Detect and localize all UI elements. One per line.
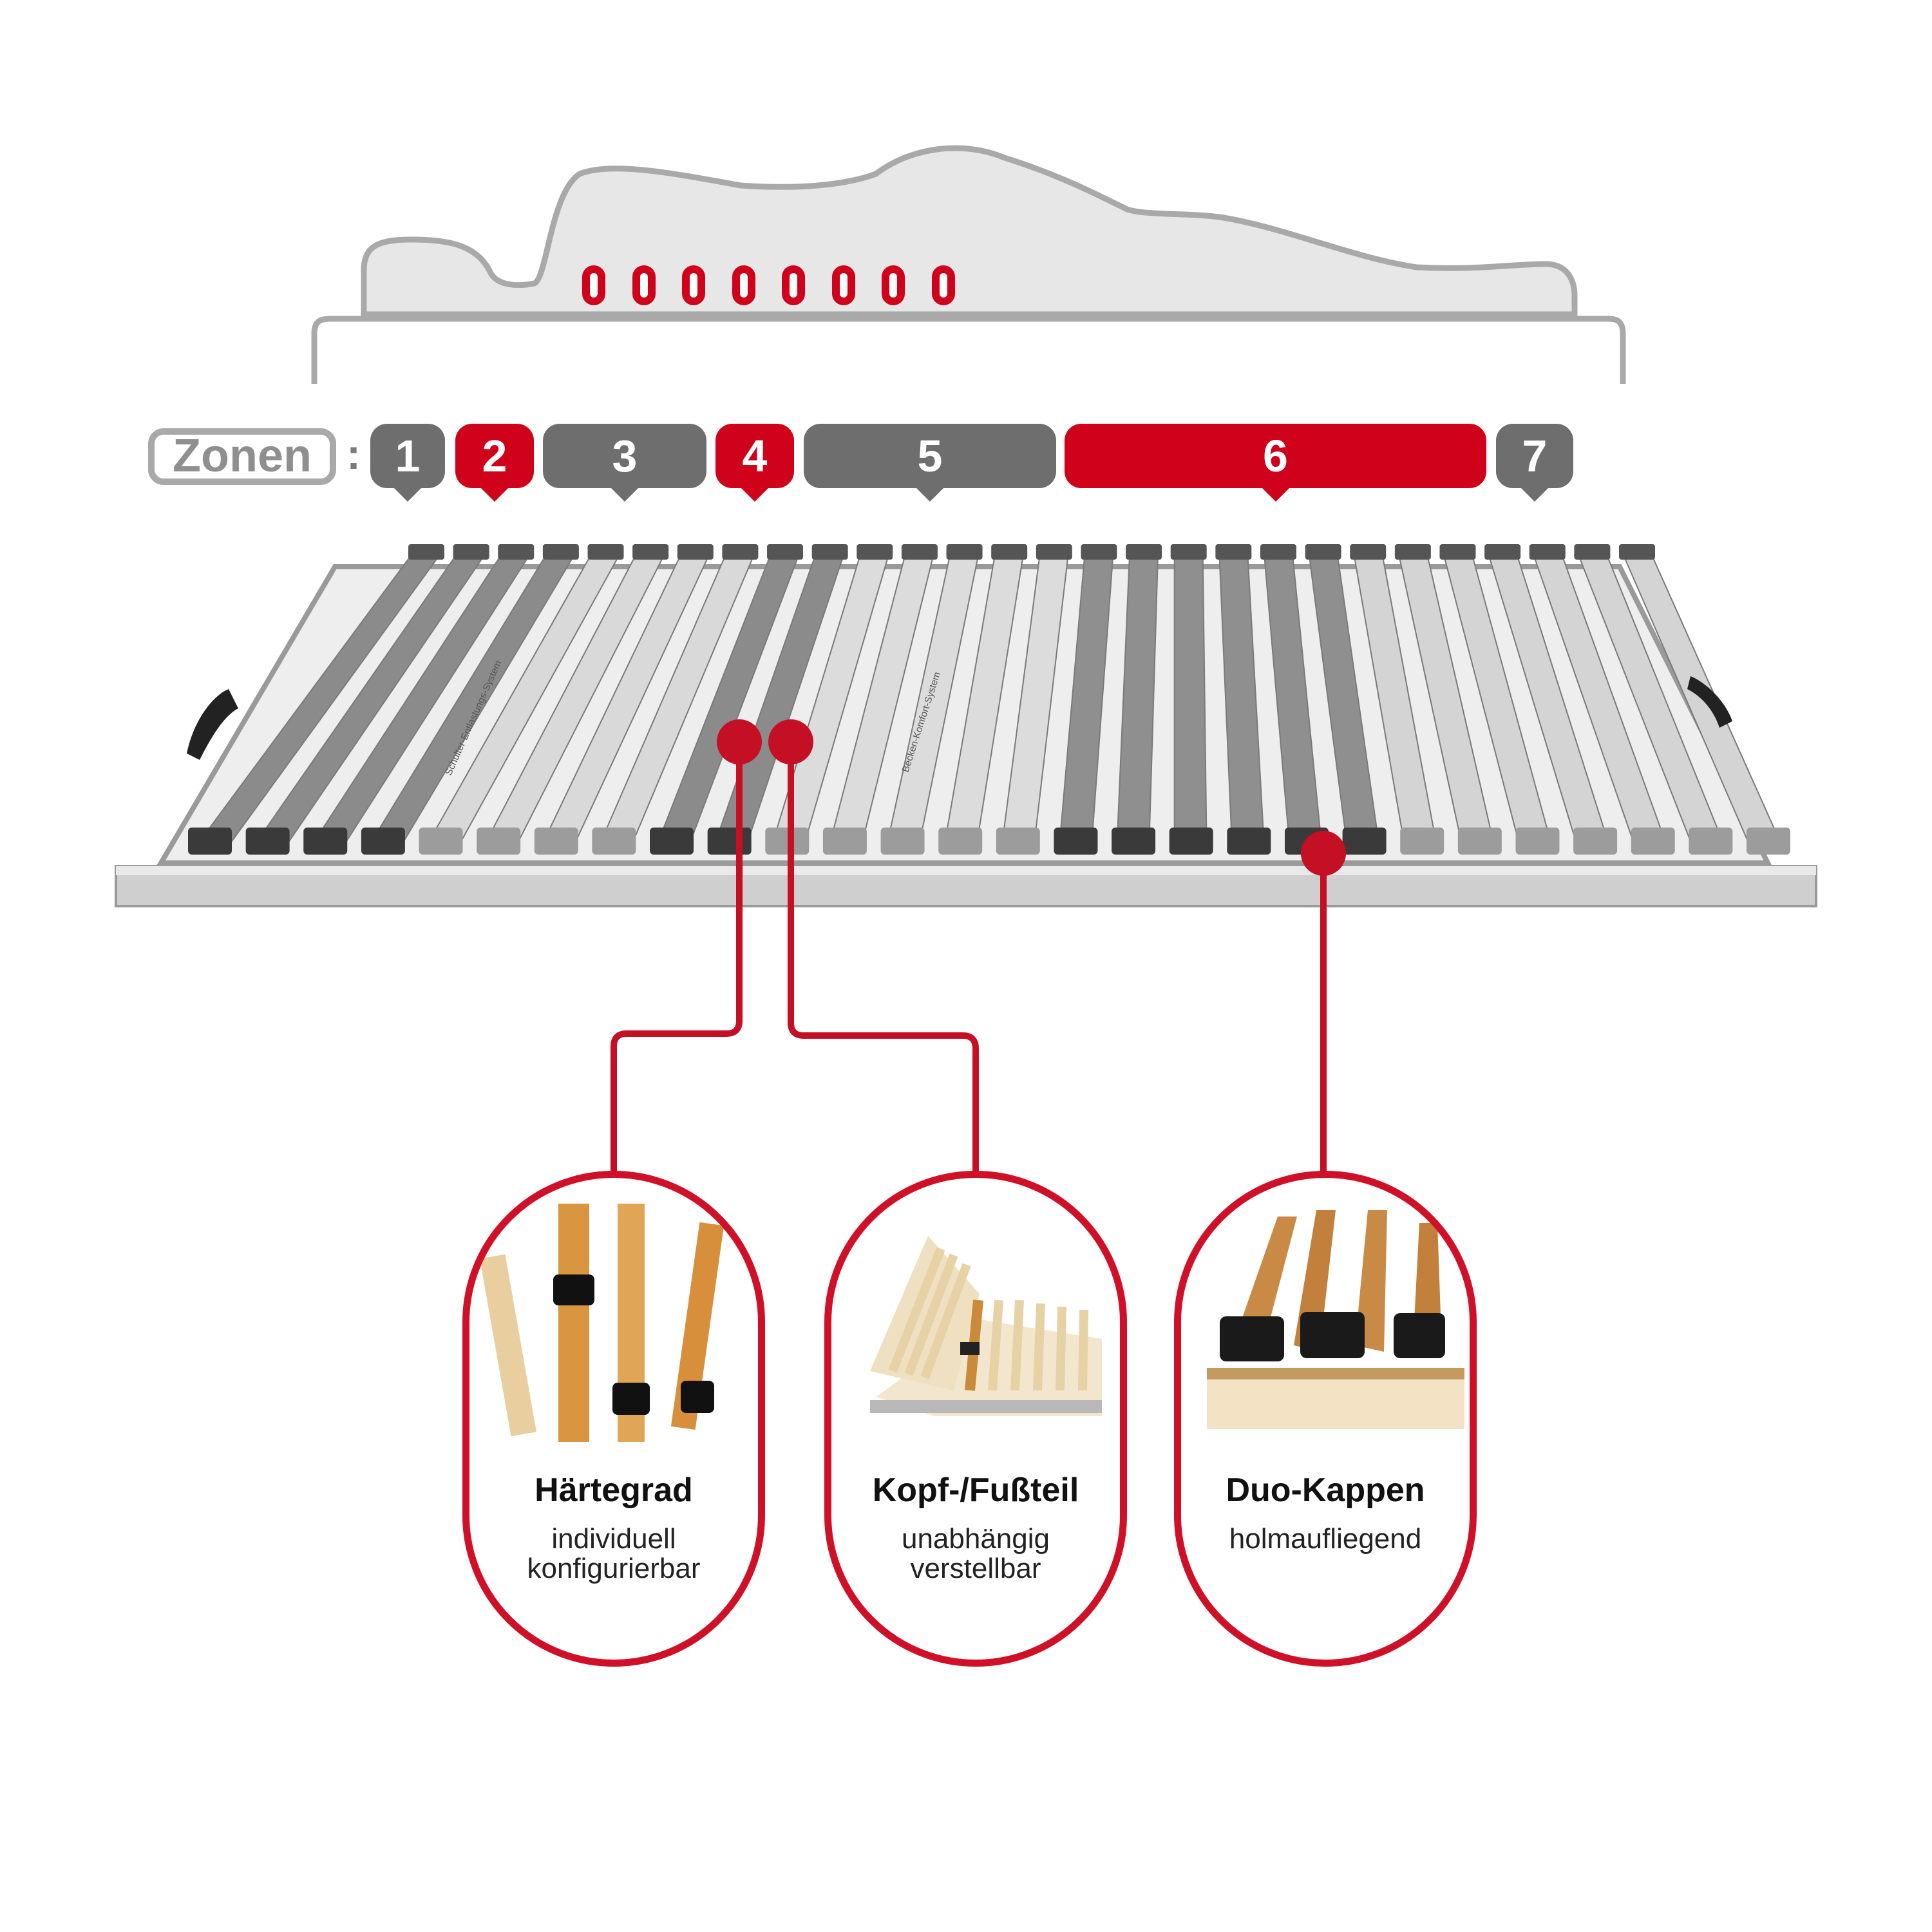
slatted-frame: Schulter-Entlastungs-System Becken-Komfo… [115,544,1817,907]
connector-dots [717,719,1346,876]
feature-duo-caps: Duo-Kappen holmaufliegend [1174,1171,1477,1667]
side-strap-left [187,689,238,760]
feature-hardness: Härtegrad individuell konfigurierbar [462,1171,765,1667]
slat-cap [361,828,405,855]
feature-subtitle-line: holmaufliegend [1229,1523,1422,1555]
slat-cap [1400,828,1444,855]
slat-caps [188,544,1790,855]
zones-separator: : [346,430,361,478]
slat-cap [498,544,535,560]
mattress-silhouette [361,145,1578,317]
slat-cap [1227,828,1271,855]
slat-cap [1631,828,1675,855]
slat-cap [767,544,804,560]
feature-subtitle: holmaufliegend [1181,1524,1470,1554]
slat-cap [587,544,624,560]
slat-cap [632,544,669,560]
slat-cap [1747,828,1790,855]
feature-title: Härtegrad [535,1472,693,1509]
zone-2-tag: 2 [455,424,534,502]
slat-cap [822,828,867,855]
slat-cap [1215,544,1252,560]
zones-label: Zonen [148,428,336,485]
slat-cap [1573,828,1618,855]
slat-cap [1394,544,1431,560]
zone-4-tag: 4 [715,424,794,502]
zone-1-tag: 1 [370,424,445,502]
slat-cap [303,828,348,855]
slat-cap [722,544,759,560]
slat-cap [1305,544,1341,560]
slat-cap [592,828,636,855]
slat-cap [1689,828,1733,855]
slat-cap [1529,544,1566,560]
hardness-slats-photo [479,1204,724,1442]
feature-subtitle: unabhängig verstellbar [831,1524,1120,1584]
slat-cap [542,544,579,560]
slat-cap [1457,828,1502,855]
slat-cap [857,544,893,560]
connector-lines [611,742,1327,1172]
slat-cap [811,544,848,560]
mattress-base-outline [311,316,1626,384]
slat-cap [245,828,290,855]
slat-cap [1574,544,1611,560]
slats [192,553,1785,851]
feature-subtitle-line: individuell [551,1523,676,1555]
slat-cap [1515,828,1560,855]
slat-cap [408,544,444,560]
slat-cap [901,544,938,560]
slat-cap [996,828,1040,855]
slat-cap [1169,828,1213,855]
zone-7-tag: 7 [1496,424,1573,502]
zone-6-tag: 6 [1065,424,1486,502]
feature-title: Kopf-/Fußteil [872,1472,1079,1509]
pressure-markers [582,265,955,305]
feature-subtitle-line: verstellbar [910,1553,1041,1584]
slat-cap [419,828,463,855]
slat-cap [707,828,752,855]
duo-caps-photo [1207,1210,1464,1429]
slat-cap [1112,828,1156,855]
zone-5-tag: 5 [804,424,1056,502]
slat-cap [534,828,578,855]
slat-cap [1036,544,1072,560]
feature-head-foot: Kopf-/Fußteil unabhängig verstellbar [824,1171,1127,1667]
slat-cap [946,544,983,560]
feature-title: Duo-Kappen [1226,1472,1425,1509]
slat-cap [765,828,810,855]
slat-cap [1054,828,1098,855]
feature-subtitle-line: konfigurierbar [527,1553,701,1584]
feature-subtitle-line: unabhängig [901,1523,1050,1555]
slat-cap [188,828,232,855]
slat-cap [880,828,925,855]
slat-cap [1484,544,1521,560]
slat-cap [1170,544,1207,560]
slat [1173,553,1208,851]
adjustable-frame-photo [870,1236,1102,1416]
slat-cap [1350,544,1387,560]
slat-cap [938,828,983,855]
slat-cap [1439,544,1476,560]
slat-cap [1260,544,1296,560]
feature-subtitle: individuell konfigurierbar [469,1524,758,1584]
zone-3-tag: 3 [543,424,706,502]
slat-cap [991,544,1028,560]
slat-cap [477,828,521,855]
slat-cap [1342,828,1387,855]
slat-cap [453,544,489,560]
slat-cap [650,828,694,855]
slat-cap [1126,544,1162,560]
slat-cap [1619,544,1655,560]
side-strap-right [1687,676,1732,728]
slat-cap [1081,544,1117,560]
slat-cap [677,544,714,560]
